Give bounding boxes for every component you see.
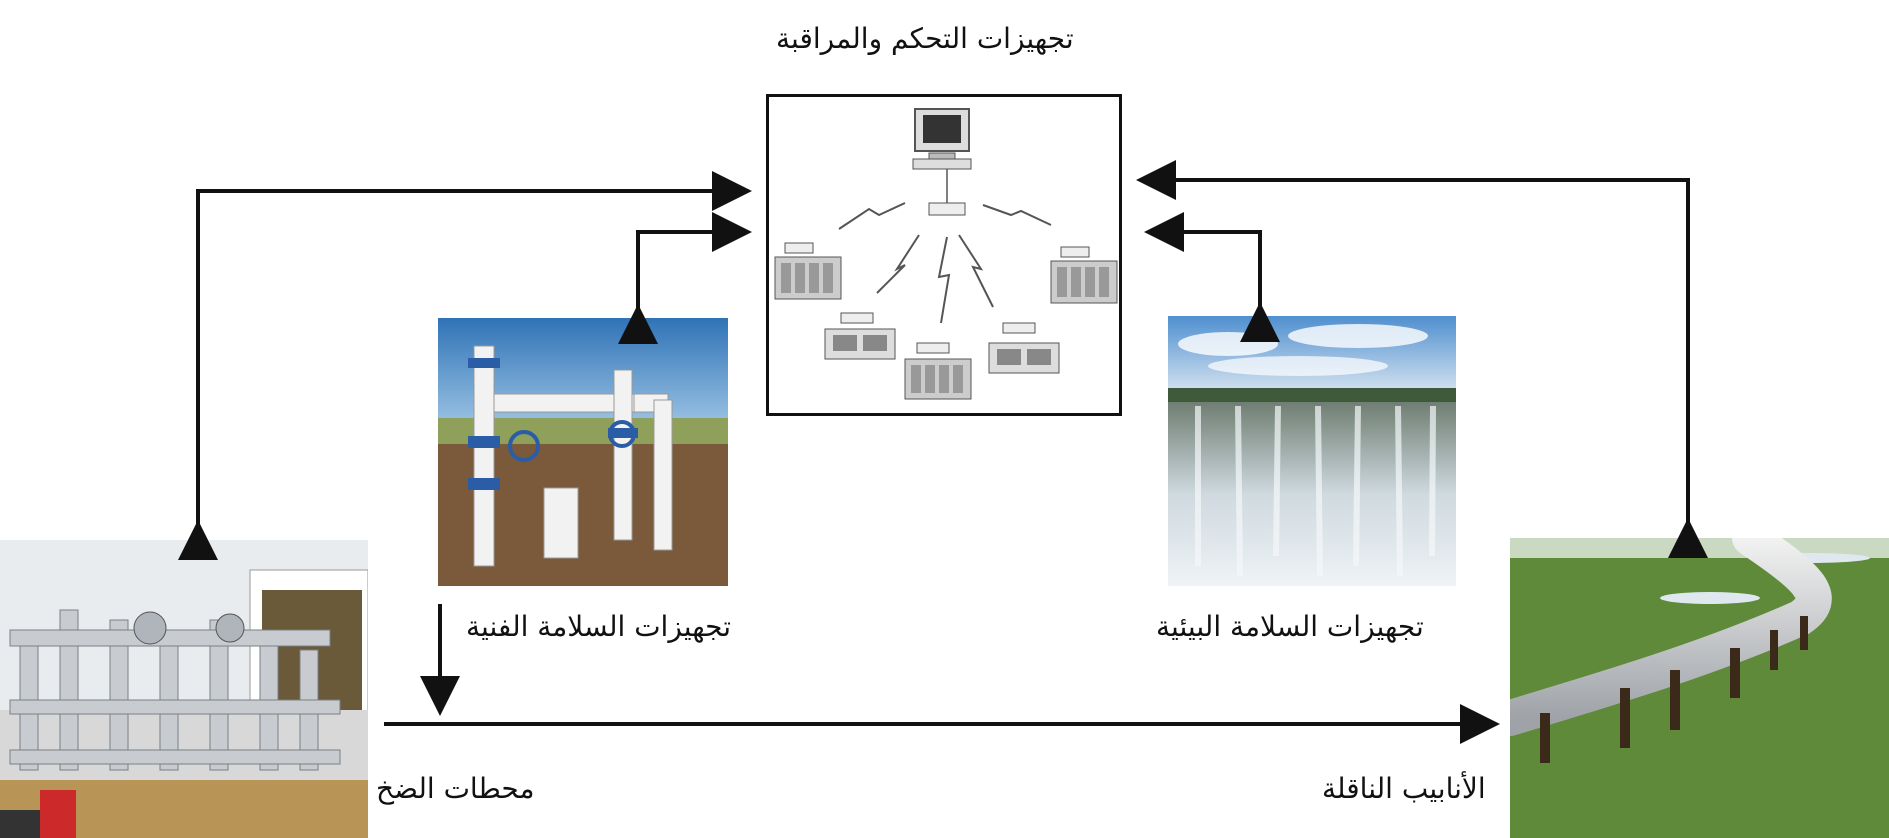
plc-module-bottom-right [988,322,1060,374]
wireless-links [838,202,1052,324]
arrow-control-technical [618,212,752,344]
plc-module-left [774,242,842,300]
plc-module-bottom-center [904,342,972,400]
pump-stations-label: محطات الضخ [376,772,535,805]
technical-safety-label: تجهيزات السلامة الفنية [466,610,732,643]
computer-icon [912,108,972,170]
arrow-control-pump [178,171,752,560]
control-equipment-label: تجهيزات التحكم والمراقبة [776,22,1074,55]
network-diagram [774,108,1118,400]
hub-icon [928,169,966,216]
arrow-control-environmental [1144,212,1280,342]
pump-station-photo [0,540,368,838]
pipelines-label: الأنابيب الناقلة [1322,772,1486,805]
plc-module-right [1050,246,1118,304]
arrow-control-pipeline [1136,160,1708,558]
control-network-box [766,94,1122,416]
environmental-safety-label: تجهيزات السلامة البيئية [1156,610,1424,643]
plc-module-bottom-left [824,312,896,360]
